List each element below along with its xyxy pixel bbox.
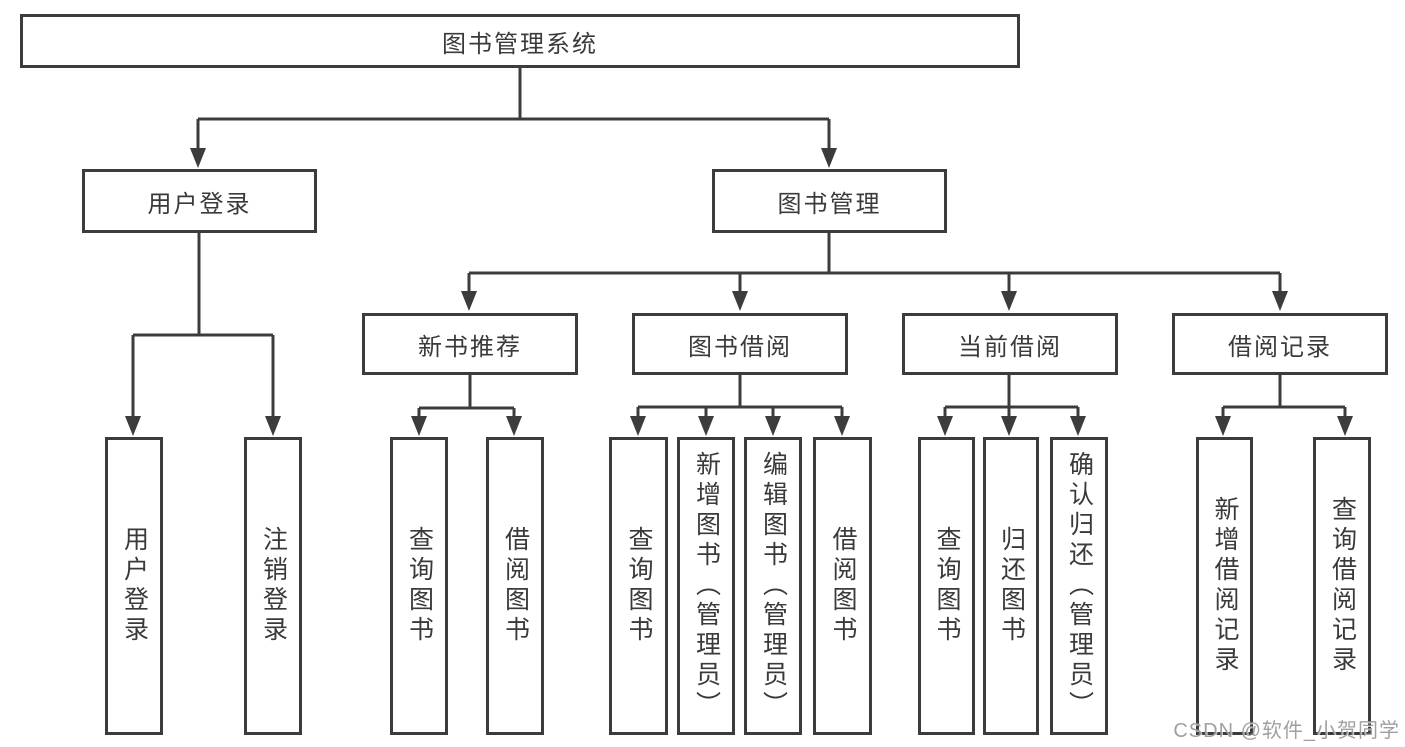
node-book-management: 图书管理 <box>712 169 947 233</box>
arrowhead-icon <box>125 416 141 436</box>
leaf-user-login: 用户登录 <box>105 437 163 735</box>
arrowhead-icon <box>1215 416 1231 436</box>
arrowhead-icon <box>821 148 837 168</box>
leaf-query-borrow-record: 查询借阅记录 <box>1313 437 1371 735</box>
node-current-borrow: 当前借阅 <box>902 313 1118 375</box>
arrowhead-icon <box>461 291 477 311</box>
node-borrow-record: 借阅记录 <box>1172 313 1388 375</box>
node-book-borrow-label: 图书借阅 <box>688 333 792 361</box>
leaf-add-book-admin: 新增图书（管理员） <box>677 437 735 735</box>
node-user-login: 用户登录 <box>82 169 317 233</box>
arrowhead-icon <box>765 416 781 436</box>
leaf-query-book-current-label: 查询图书 <box>933 526 961 646</box>
node-book-management-label: 图书管理 <box>777 190 882 218</box>
leaf-edit-book-admin: 编辑图书（管理员） <box>744 437 802 735</box>
arrowhead-icon <box>834 416 850 436</box>
node-new-book-recommend-label: 新书推荐 <box>418 333 522 361</box>
arrowhead-icon <box>1001 416 1017 436</box>
leaf-logout-label: 注销登录 <box>259 526 288 646</box>
node-borrow-record-label: 借阅记录 <box>1228 333 1332 361</box>
arrowhead-icon <box>1001 291 1017 311</box>
leaf-add-borrow-record-label: 新增借阅记录 <box>1211 496 1239 676</box>
node-current-borrow-label: 当前借阅 <box>958 333 1062 361</box>
leaf-confirm-return-admin-label: 确认归还（管理员） <box>1065 451 1094 721</box>
leaf-query-book-borrow: 查询图书 <box>609 437 668 735</box>
leaf-borrow-book-recommend-label: 借阅图书 <box>501 526 530 646</box>
arrowhead-icon <box>1070 416 1086 436</box>
leaf-return-book: 归还图书 <box>983 437 1039 735</box>
arrowhead-icon <box>1272 291 1288 311</box>
leaf-return-book-label: 归还图书 <box>997 526 1026 646</box>
node-new-book-recommend: 新书推荐 <box>362 313 578 375</box>
arrowhead-icon <box>265 416 281 436</box>
arrowhead-icon <box>937 416 953 436</box>
leaf-edit-book-admin-label: 编辑图书（管理员） <box>759 451 788 721</box>
leaf-confirm-return-admin: 确认归还（管理员） <box>1050 437 1108 735</box>
arrowhead-icon <box>411 416 427 436</box>
leaf-query-borrow-record-label: 查询借阅记录 <box>1328 496 1357 676</box>
leaf-logout: 注销登录 <box>244 437 302 735</box>
leaf-borrow-book-label: 借阅图书 <box>829 526 857 646</box>
leaf-add-book-admin-label: 新增图书（管理员） <box>692 451 721 721</box>
arrowhead-icon <box>732 291 748 311</box>
arrowhead-icon <box>190 148 206 168</box>
node-library-system: 图书管理系统 <box>20 14 1020 68</box>
leaf-query-book-recommend-label: 查询图书 <box>405 526 434 646</box>
arrowhead-icon <box>698 416 714 436</box>
arrowhead-icon <box>630 416 646 436</box>
leaf-query-book-current: 查询图书 <box>918 437 975 735</box>
arrowhead-icon <box>1337 416 1353 436</box>
leaf-query-book-recommend: 查询图书 <box>390 437 448 735</box>
leaf-query-book-borrow-label: 查询图书 <box>625 526 653 646</box>
node-user-login-label: 用户登录 <box>147 190 252 218</box>
node-library-system-label: 图书管理系统 <box>442 30 598 58</box>
leaf-add-borrow-record: 新增借阅记录 <box>1196 437 1253 735</box>
leaf-borrow-book: 借阅图书 <box>813 437 872 735</box>
leaf-user-login-label: 用户登录 <box>120 526 149 646</box>
csdn-watermark: CSDN @软件_小贺同学 <box>1173 720 1400 742</box>
node-book-borrow: 图书借阅 <box>632 313 848 375</box>
leaf-borrow-book-recommend: 借阅图书 <box>486 437 544 735</box>
arrowhead-icon <box>506 416 522 436</box>
